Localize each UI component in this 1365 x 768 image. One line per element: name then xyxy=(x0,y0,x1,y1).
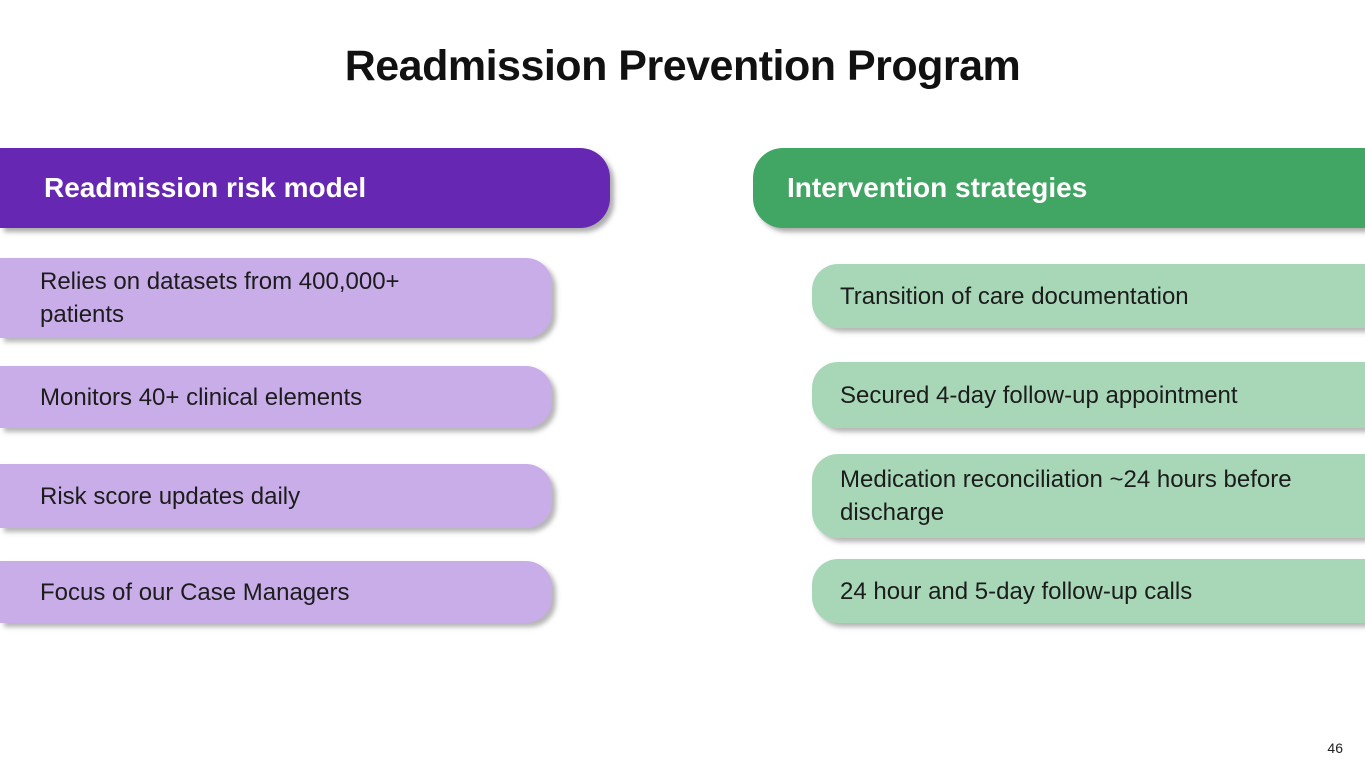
left-item-risk-score: Risk score updates daily xyxy=(0,464,552,528)
left-item-label: Relies on datasets from 400,000+ patient… xyxy=(40,268,400,328)
left-item-datasets: Relies on datasets from 400,000+ patient… xyxy=(0,258,552,338)
right-item-medication-reconciliation: Medication reconciliation ~24 hours befo… xyxy=(812,454,1365,538)
right-column-header: Intervention strategies xyxy=(753,148,1365,228)
page-number: 46 xyxy=(1327,740,1343,756)
right-item-label: Medication reconciliation ~24 hours befo… xyxy=(840,466,1292,526)
left-item-label: Focus of our Case Managers xyxy=(40,578,350,606)
right-item-follow-up-appointment: Secured 4-day follow-up appointment xyxy=(812,362,1365,428)
slide-title: Readmission Prevention Program xyxy=(344,42,1021,90)
right-item-label: Secured 4-day follow-up appointment xyxy=(840,381,1238,409)
left-item-clinical-elements: Monitors 40+ clinical elements xyxy=(0,366,552,428)
right-item-label: Transition of care documentation xyxy=(840,282,1189,310)
right-item-label: 24 hour and 5-day follow-up calls xyxy=(840,577,1193,605)
left-column-header-label: Readmission risk model xyxy=(44,172,367,203)
right-item-follow-up-calls: 24 hour and 5-day follow-up calls xyxy=(812,559,1365,623)
left-item-label: Risk score updates daily xyxy=(40,482,301,510)
left-item-case-managers: Focus of our Case Managers xyxy=(0,561,552,623)
left-column-header: Readmission risk model xyxy=(0,148,610,228)
right-item-transition-of-care: Transition of care documentation xyxy=(812,264,1365,328)
left-item-label: Monitors 40+ clinical elements xyxy=(40,383,363,411)
right-column-header-label: Intervention strategies xyxy=(787,172,1088,203)
